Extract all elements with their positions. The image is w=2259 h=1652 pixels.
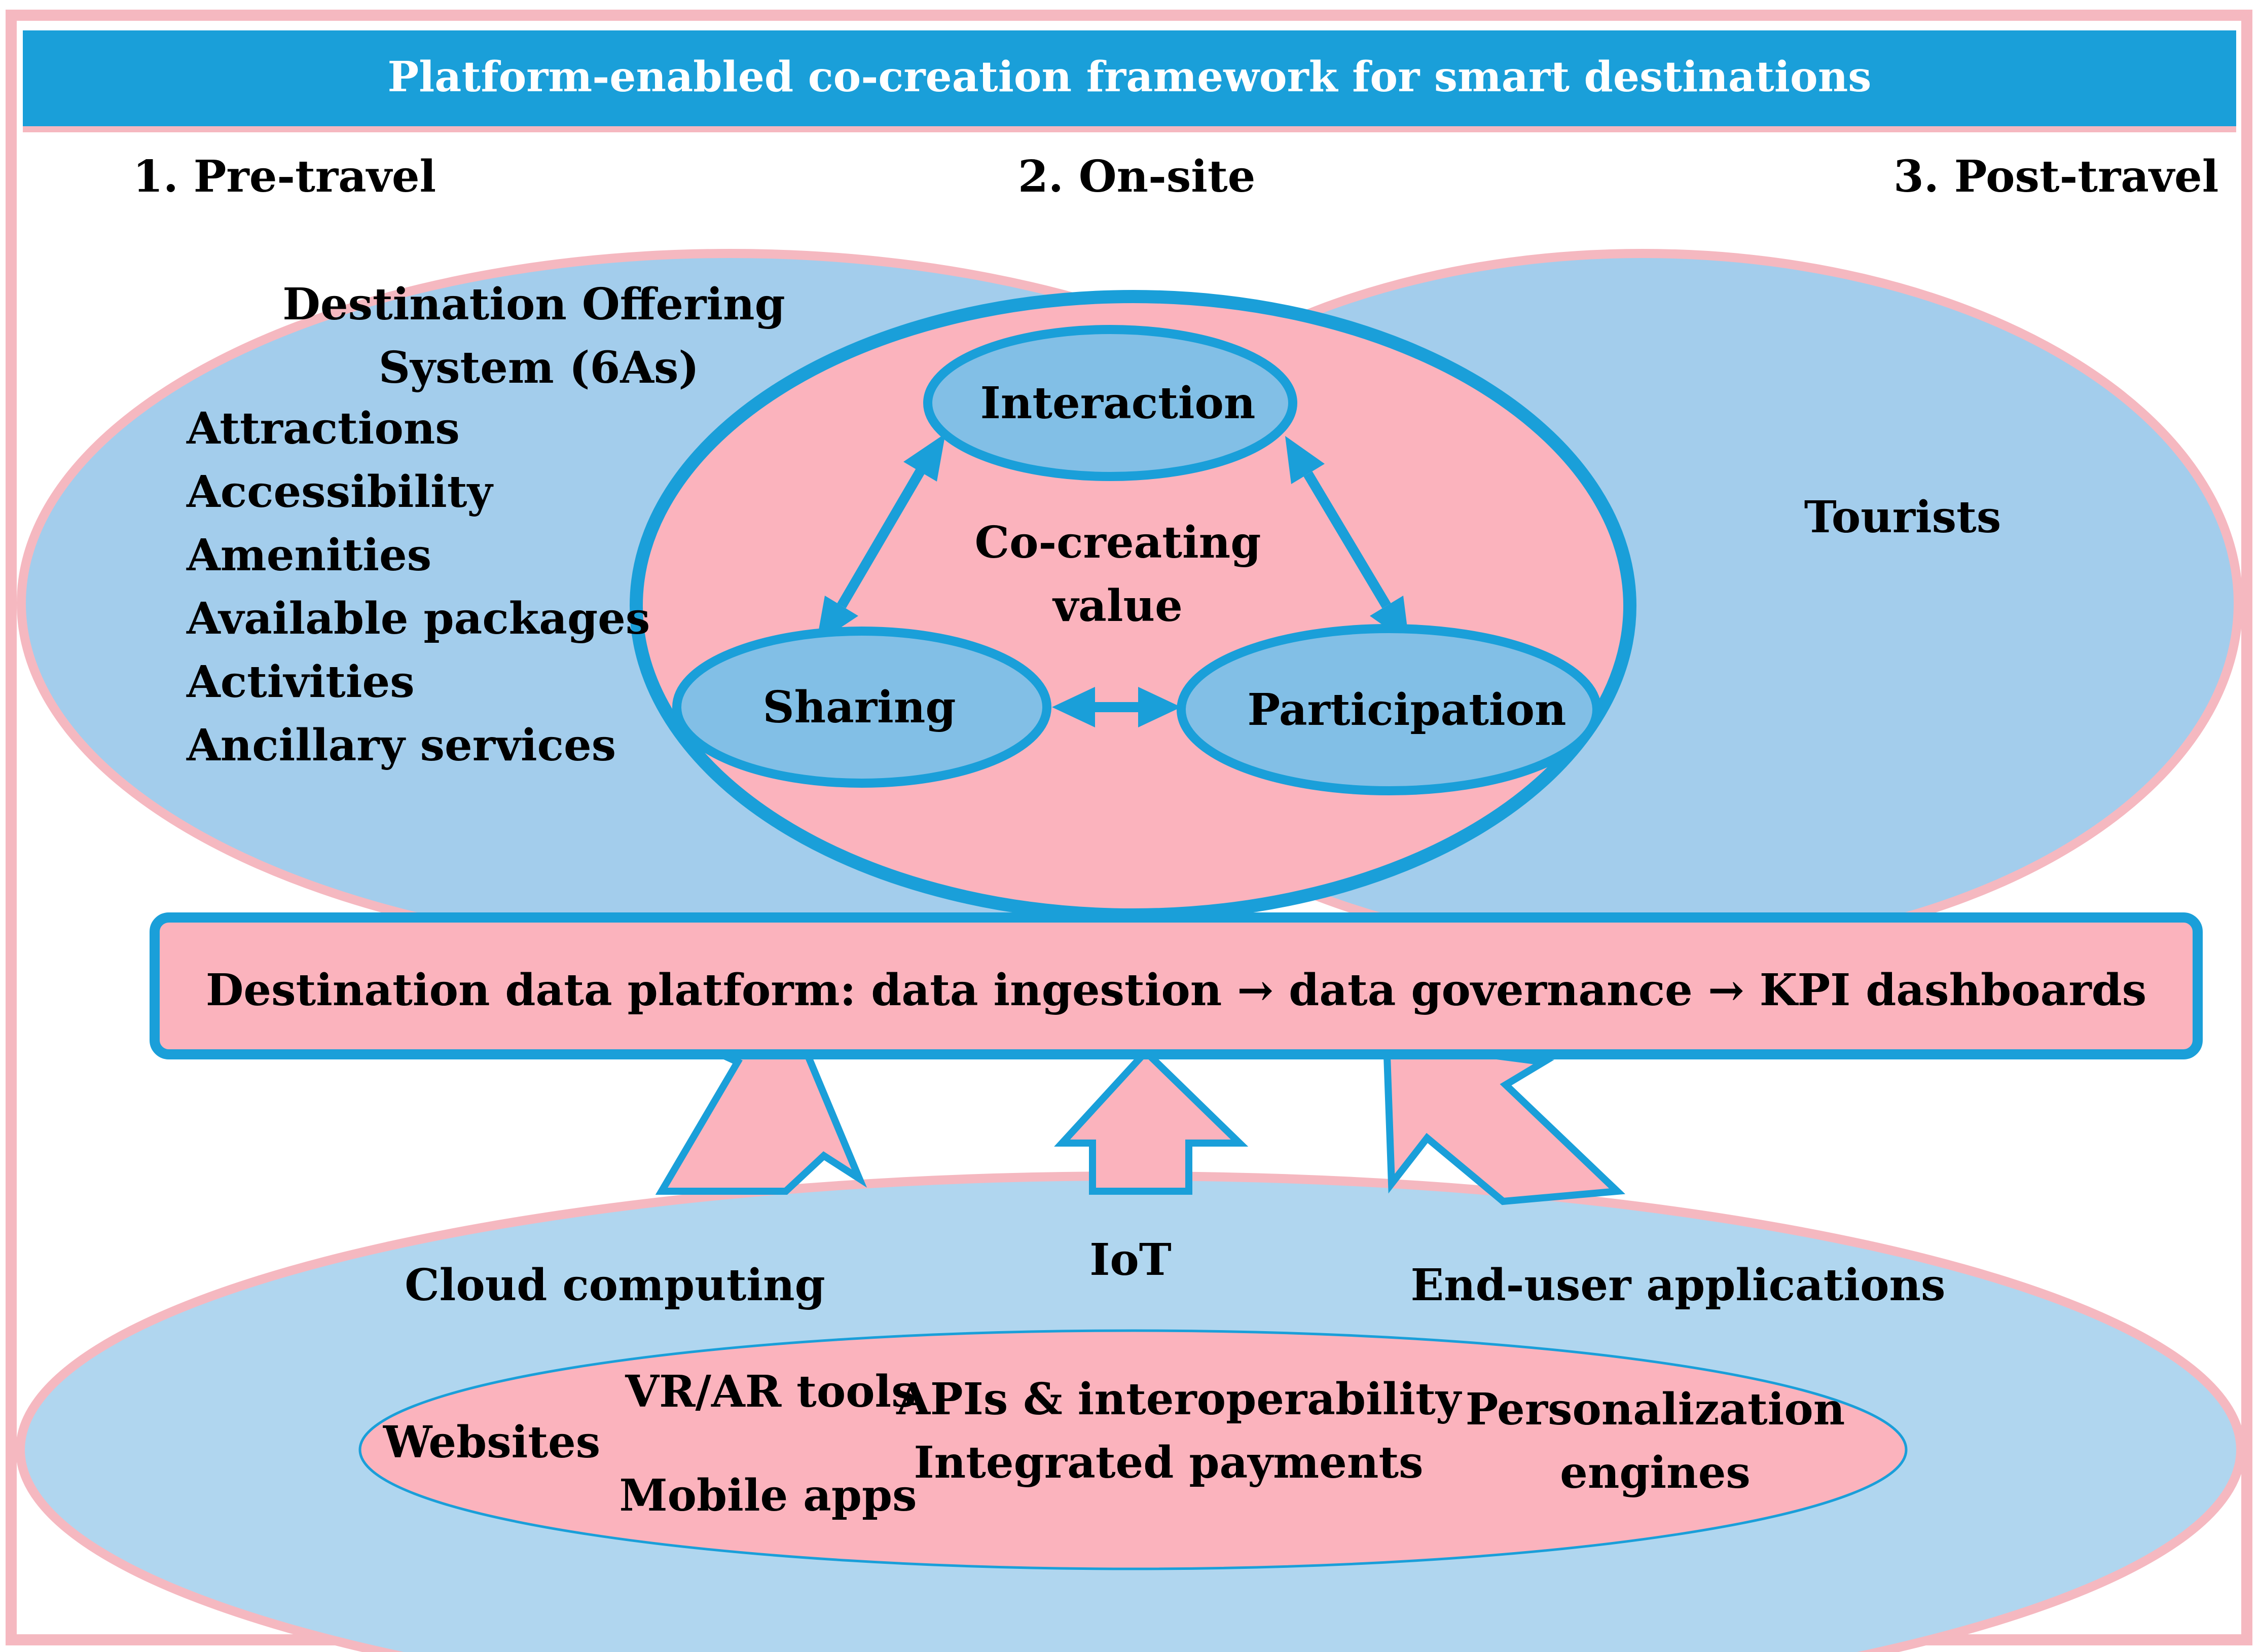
tourists-label: Tourists	[1804, 492, 2001, 543]
integrated-payments-label: Integrated payments	[914, 1437, 1423, 1488]
websites-label: Websites	[383, 1417, 600, 1468]
offering-heading-line1: Destination Offering	[282, 279, 785, 330]
cloud-computing-label: Cloud computing	[405, 1260, 825, 1311]
interaction-label: Interaction	[980, 378, 1256, 429]
co-creating-label-line2: value	[1052, 580, 1183, 632]
offering-item: Accessibility	[186, 466, 494, 518]
offering-item: Amenities	[186, 530, 431, 581]
interaction-node	[923, 325, 1297, 481]
sharing-label: Sharing	[763, 682, 956, 733]
offering-item: Activities	[186, 656, 415, 708]
phase-post-travel: 3. Post-travel	[1893, 151, 2218, 202]
co-creating-label-line1: Co-creating	[975, 517, 1261, 568]
diagram-title: Platform-enabled co-creation framework f…	[388, 53, 1872, 101]
offering-item: Available packages	[186, 593, 650, 644]
destination-data-platform-label: Destination data platform: data ingestio…	[206, 965, 2146, 1016]
end-user-upward-arrow	[1382, 1038, 1626, 1205]
phase-on-site: 2. On-site	[1018, 151, 1255, 202]
title-bar	[23, 30, 2236, 127]
offering-heading-line2: System (6As)	[379, 342, 699, 393]
sharing-participation-arrow	[1052, 687, 1181, 727]
participation-node	[1177, 624, 1601, 795]
applications-ellipse	[358, 1329, 1908, 1570]
offering-item: Attractions	[186, 403, 460, 454]
personalization-label-line1: Personalization	[1466, 1384, 1845, 1435]
destination-data-platform-bar	[150, 912, 2203, 1059]
iot-label: IoT	[1089, 1234, 1172, 1286]
iot-upward-arrow	[1054, 1046, 1249, 1195]
personalization-label-line2: engines	[1560, 1447, 1751, 1498]
vr-ar-tools-label: VR/AR tools	[625, 1366, 916, 1417]
apis-interoperability-label: APIs & interoperability	[896, 1374, 1463, 1425]
mobile-apps-label: Mobile apps	[619, 1470, 917, 1521]
offering-item: Ancillary services	[186, 720, 616, 771]
end-user-applications-label: End-user applications	[1411, 1260, 1946, 1311]
sharing-node	[672, 627, 1051, 788]
participation-label: Participation	[1248, 684, 1566, 736]
phase-pre-travel: 1. Pre-travel	[133, 151, 436, 202]
